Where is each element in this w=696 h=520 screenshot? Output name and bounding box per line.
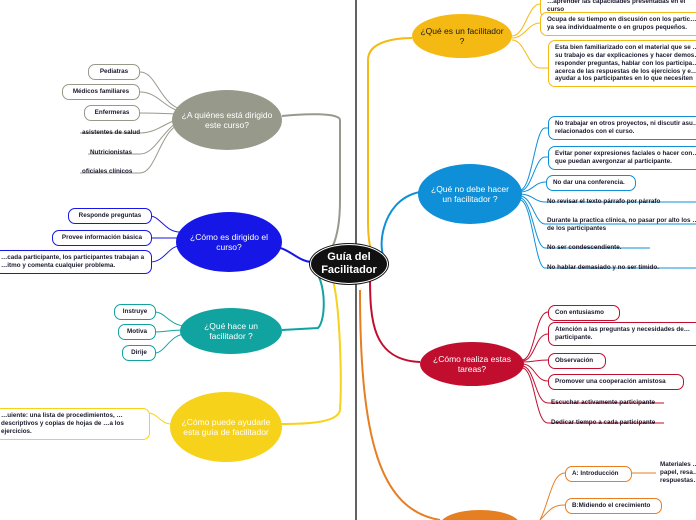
leaf-audience-nutricionistas[interactable]: Nutricionistas (90, 149, 132, 156)
leaf-bottom-intro[interactable]: A: Introducción (565, 466, 632, 482)
leaf-how-tasks-1[interactable]: Con entusiasmo (548, 305, 620, 321)
leaf-bottom-note[interactable]: Materiales … papel, resa… respuestas… (660, 461, 696, 484)
leaf-audience-pediatras[interactable]: Pediatras (88, 64, 140, 80)
leaf-audience-oficiales[interactable]: oficiales clínicos (82, 168, 133, 175)
node-bottom[interactable] (440, 510, 520, 520)
leaf-what-not-6[interactable]: No ser condescendiente. (547, 244, 622, 251)
leaf-how-tasks-3[interactable]: Observación (548, 353, 606, 369)
leaf-how-help[interactable]: …uiente: una lista de procedimientos, …d… (0, 408, 150, 440)
leaf-what-not-1[interactable]: No trabajar en otros proyectos, ni discu… (548, 116, 696, 140)
leaf-instruye[interactable]: Instruye (114, 304, 156, 320)
leaf-what-not-2[interactable]: Evitar poner expresiones faciales o hace… (548, 146, 696, 170)
leaf-how-tasks-5[interactable]: Escuchar activamente participante (551, 399, 655, 406)
leaf-how-tasks-4[interactable]: Promover una cooperación amistosa (548, 374, 684, 390)
leaf-what-is-3[interactable]: Esta bien familiarizado con el material … (548, 40, 696, 88)
leaf-what-not-7[interactable]: No hablar demasiado y no ser tímido. (547, 264, 659, 271)
leaf-how-tasks-6[interactable]: Dedicar tiempo a cada participante (551, 419, 656, 426)
node-what-not[interactable]: ¿Qué no debe hacer un facilitador ? (418, 164, 522, 224)
leaf-audience-asistentes[interactable]: asistentes de salud (82, 129, 141, 136)
node-what-does[interactable]: ¿Qué hace un facilitador ? (180, 308, 282, 354)
node-course[interactable]: ¿Cómo es dirigido el curso? (176, 212, 282, 272)
leaf-what-not-4[interactable]: No revisar el texto párrafo por párrafo (547, 198, 661, 205)
leaf-what-not-5[interactable]: Durante la practica clinica, no pasar po… (547, 217, 696, 232)
leaf-course-responde[interactable]: Responde preguntas (68, 208, 152, 224)
leaf-course-provee[interactable]: Provee información básica (52, 230, 152, 246)
node-how-help[interactable]: ¿Cómo puede ayudarle esta guía de facili… (170, 392, 282, 462)
leaf-audience-medicos[interactable]: Médicos familiares (62, 84, 140, 100)
leaf-course-cada[interactable]: …cada participante, los participantes tr… (0, 250, 152, 274)
leaf-audience-enfermeras[interactable]: Enfermeras (84, 105, 140, 121)
node-what-is[interactable]: ¿Qué es un facilitador ? (412, 14, 512, 58)
node-how-tasks[interactable]: ¿Cómo realiza estas tareas? (420, 342, 524, 386)
node-audience[interactable]: ¿A quiénes está dirigido este curso? (172, 90, 282, 150)
leaf-dirije[interactable]: Dirije (122, 345, 156, 361)
central-topic[interactable]: Guía del Facilitador (310, 244, 388, 284)
leaf-bottom-midiendo[interactable]: B:Midiendo el crecimiento (565, 498, 662, 514)
leaf-motiva[interactable]: Motiva (118, 324, 156, 340)
leaf-what-is-2[interactable]: Ocupa de su tiempo en discusión con los … (540, 12, 696, 36)
leaf-what-not-3[interactable]: No dar una conferencia. (546, 175, 636, 191)
leaf-how-tasks-2[interactable]: Atención a las preguntas y necesidades d… (548, 322, 696, 346)
